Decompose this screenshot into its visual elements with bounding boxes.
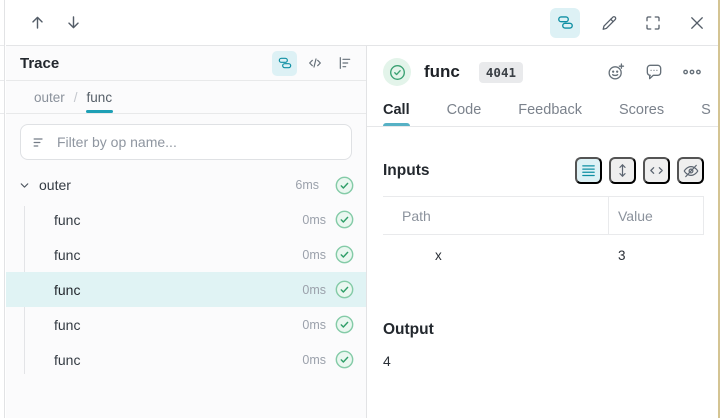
- right-edge-strip: [718, 0, 720, 418]
- trace-panel: Trace: [6, 46, 367, 418]
- pencil-icon: [600, 13, 619, 32]
- tree-item-duration: 0ms: [302, 247, 326, 262]
- call-tree: outer 6ms func 0ms func: [6, 168, 366, 418]
- success-check-icon: [335, 280, 354, 299]
- trace-tree-icon: [277, 55, 293, 71]
- tree-item-duration: 0ms: [302, 212, 326, 227]
- add-reaction-button[interactable]: [603, 60, 628, 85]
- top-toolbar: [6, 0, 720, 46]
- code-view-button[interactable]: [643, 157, 670, 184]
- breadcrumb-separator: /: [73, 89, 78, 105]
- success-check-icon: [335, 350, 354, 369]
- inputs-table: Path Value x 3: [383, 196, 704, 275]
- breadcrumb: outer / func: [6, 81, 366, 114]
- tree-item-duration: 0ms: [302, 282, 326, 297]
- eye-off-icon: [682, 162, 700, 180]
- tree-item-label: func: [54, 316, 81, 333]
- inputs-table-header: Path Value: [383, 196, 704, 235]
- breadcrumb-item-func[interactable]: func: [85, 89, 113, 113]
- call-title: func: [424, 62, 460, 81]
- trace-panel-title: Trace: [20, 54, 60, 72]
- tree-item-label: outer: [39, 177, 71, 193]
- left-edge-divider: [0, 0, 5, 418]
- ellipsis-icon: [681, 61, 703, 83]
- tab-code[interactable]: Code: [446, 102, 482, 118]
- input-path-cell: x: [435, 247, 442, 263]
- flame-graph-icon: [337, 55, 353, 71]
- success-check-icon: [335, 315, 354, 334]
- output-section: Output 4: [383, 321, 704, 369]
- tab-feedback[interactable]: Feedback: [518, 102, 582, 118]
- comment-button[interactable]: [641, 60, 666, 85]
- call-tab-content: Inputs: [367, 127, 720, 418]
- call-header: func 4041: [367, 46, 720, 94]
- expand-rows-button[interactable]: [609, 157, 636, 184]
- list-view-button[interactable]: [575, 157, 602, 184]
- nav-up-button[interactable]: [22, 8, 52, 38]
- list-view-icon: [580, 162, 597, 179]
- trace-tree-icon: [556, 13, 575, 32]
- tree-item-label: func: [54, 281, 81, 298]
- tree-item-func[interactable]: func 0ms: [6, 342, 366, 377]
- add-reaction-icon: [606, 62, 626, 82]
- success-check-icon: [335, 176, 354, 195]
- tree-item-func[interactable]: func 0ms: [6, 202, 366, 237]
- success-check-icon: [335, 210, 354, 229]
- filter-input[interactable]: [57, 134, 341, 150]
- tree-item-func-selected[interactable]: func 0ms: [6, 272, 366, 307]
- edit-button[interactable]: [594, 8, 624, 38]
- tree-item-duration: 6ms: [295, 178, 319, 192]
- tree-item-label: func: [54, 246, 81, 263]
- call-detail-panel: func 4041: [367, 46, 720, 418]
- fullscreen-button[interactable]: [638, 8, 668, 38]
- tree-view-button[interactable]: [272, 50, 297, 76]
- chevron-down-icon[interactable]: [16, 177, 32, 193]
- tab-call[interactable]: Call: [383, 94, 410, 126]
- column-header-value: Value: [608, 197, 704, 234]
- input-value-cell: 3: [618, 247, 626, 263]
- expand-vertical-icon: [614, 162, 631, 179]
- code-icon: [307, 55, 323, 71]
- overflow-menu-button[interactable]: [679, 60, 704, 85]
- table-row[interactable]: x 3: [383, 235, 704, 275]
- trace-view-toggle-button[interactable]: [550, 7, 580, 38]
- tree-item-func[interactable]: func 0ms: [6, 307, 366, 342]
- call-id-badge[interactable]: 4041: [478, 61, 523, 83]
- tree-item-outer[interactable]: outer 6ms: [6, 168, 366, 202]
- success-check-icon: [335, 245, 354, 264]
- close-icon: [688, 14, 706, 32]
- filter-icon: [31, 134, 48, 151]
- trace-panel-header: Trace: [6, 46, 366, 81]
- nav-down-button[interactable]: [58, 8, 88, 38]
- success-status-icon: [383, 58, 411, 86]
- output-value: 4: [383, 353, 391, 369]
- arrow-up-icon: [28, 13, 47, 32]
- breadcrumb-item-outer[interactable]: outer: [34, 89, 65, 105]
- call-tabs: Call Code Feedback Scores S: [367, 94, 720, 127]
- tab-summary-truncated[interactable]: S: [701, 102, 711, 118]
- tab-scores[interactable]: Scores: [618, 102, 665, 118]
- tree-item-duration: 0ms: [302, 352, 326, 367]
- column-header-path: Path: [402, 207, 431, 224]
- code-icon: [648, 162, 665, 179]
- inputs-section-header: Inputs: [383, 157, 704, 184]
- output-heading: Output: [383, 321, 434, 338]
- close-button[interactable]: [682, 8, 712, 38]
- code-view-button[interactable]: [302, 51, 327, 76]
- tree-item-label: func: [54, 211, 81, 228]
- tree-item-label: func: [54, 351, 81, 368]
- arrow-down-icon: [64, 13, 83, 32]
- fullscreen-icon: [644, 14, 662, 32]
- op-filter: [20, 124, 352, 160]
- tree-item-duration: 0ms: [302, 317, 326, 332]
- inputs-heading: Inputs: [383, 161, 430, 179]
- comment-icon: [644, 62, 664, 82]
- flame-graph-view-button[interactable]: [332, 51, 357, 76]
- hide-empty-button[interactable]: [677, 157, 704, 184]
- tree-item-func[interactable]: func 0ms: [6, 237, 366, 272]
